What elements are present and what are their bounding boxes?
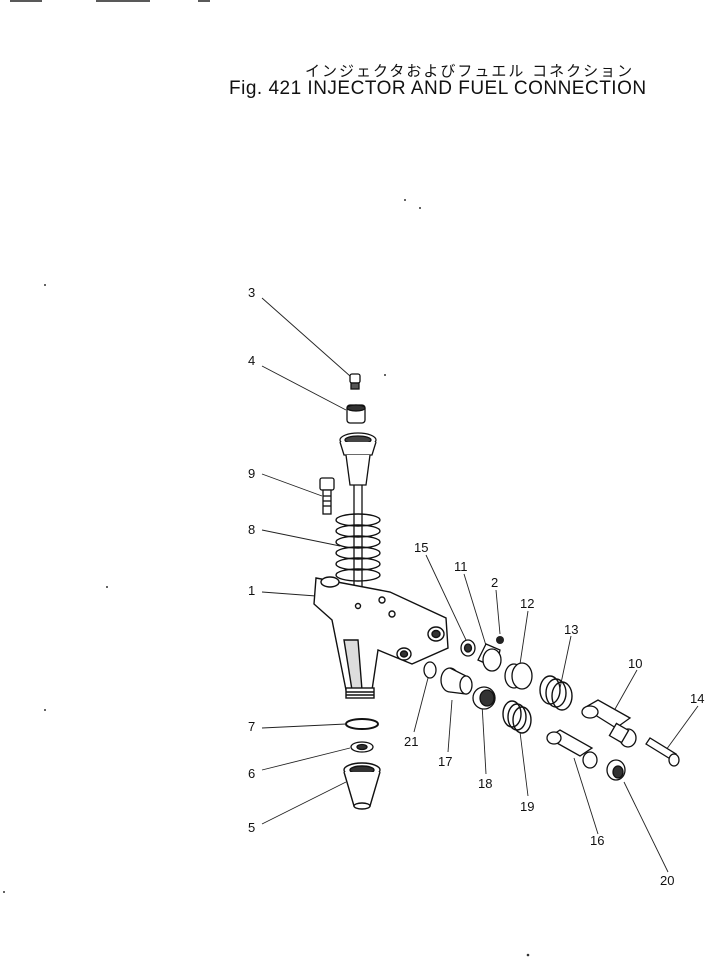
injector-stem: [339, 432, 377, 596]
scan-dots: [3, 199, 530, 957]
callout-18: 18: [478, 776, 492, 791]
callout-9: 9: [248, 466, 255, 481]
callout-numbers: 3 4 9 8 1 7 6 5 15 11 2 12 13 10 14 21 1…: [248, 285, 704, 888]
part-1-injector-body: [313, 576, 449, 699]
callout-5: 5: [248, 820, 255, 835]
part-12-sleeve: [504, 662, 533, 690]
part-7-o-ring: [345, 718, 379, 730]
part-20-nut: [606, 759, 626, 781]
callout-8: 8: [248, 522, 255, 537]
callout-11: 11: [454, 559, 468, 574]
callout-21: 21: [404, 734, 418, 749]
part-2-ball: [496, 636, 504, 644]
part-21-washer: [423, 661, 437, 679]
callout-4: 4: [248, 353, 255, 368]
callout-2: 2: [491, 575, 498, 590]
callout-13: 13: [564, 622, 578, 637]
part-19-spring: [502, 700, 532, 734]
part-16-connector: [546, 729, 598, 769]
callout-6: 6: [248, 766, 255, 781]
callout-10: 10: [628, 656, 642, 671]
part-11-cone: [477, 643, 502, 672]
callout-17: 17: [438, 754, 452, 769]
part-10-connector: [581, 699, 637, 748]
part-6-washer: [350, 741, 374, 753]
callout-20: 20: [660, 873, 674, 888]
callout-3: 3: [248, 285, 255, 300]
part-17-cone: [440, 667, 473, 695]
callout-1: 1: [248, 583, 255, 598]
callout-7: 7: [248, 719, 255, 734]
figure-title: Fig. 421 INJECTOR AND FUEL CONNECTION: [229, 78, 647, 99]
part-18-ring: [472, 686, 496, 710]
part-5-nozzle-cap: [343, 762, 381, 810]
callout-15: 15: [414, 540, 428, 555]
callout-19: 19: [520, 799, 534, 814]
part-8-spring: [335, 513, 381, 582]
callout-14: 14: [690, 691, 704, 706]
part-15-washer: [460, 639, 476, 657]
part-4-sleeve: [346, 404, 366, 424]
part-13-spring: [539, 675, 573, 711]
leader-lines: [261, 297, 699, 873]
callout-12: 12: [520, 596, 534, 611]
figure-title-japanese: インジェクタおよびフュエル コネクション: [305, 62, 635, 80]
callout-16: 16: [590, 833, 604, 848]
part-9-bolt: [319, 477, 335, 515]
part-14-bolt: [645, 737, 680, 767]
part-3-plug: [349, 373, 361, 390]
